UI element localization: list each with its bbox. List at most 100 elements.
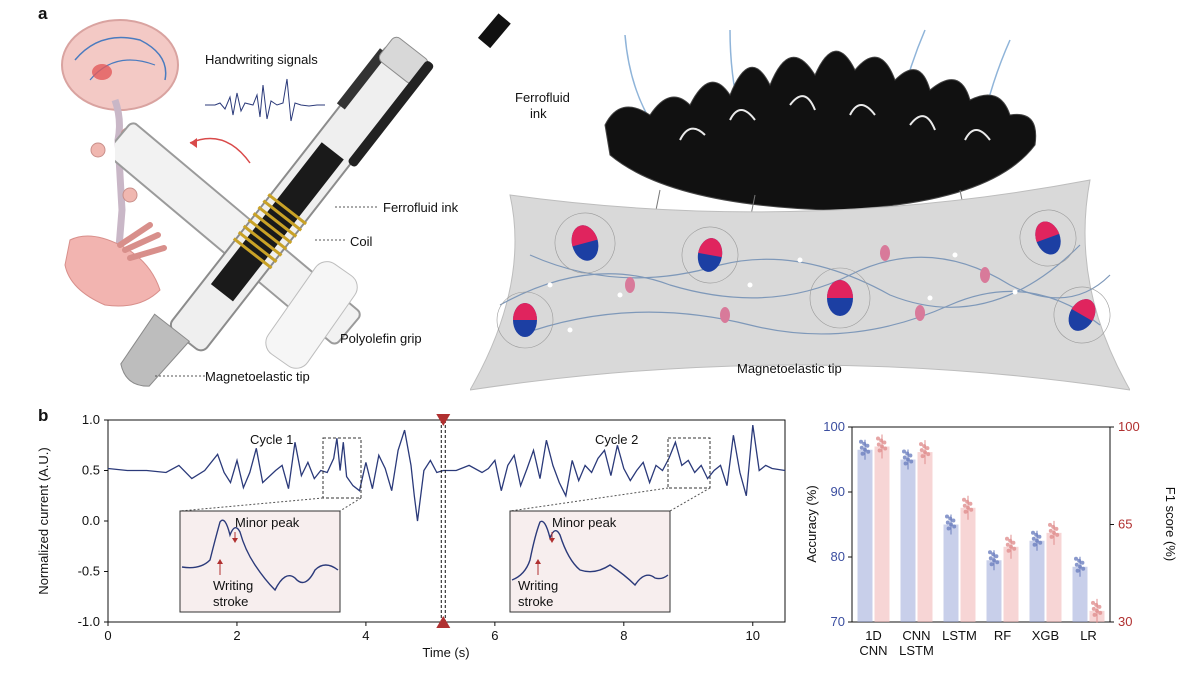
inset2-writing: Writing bbox=[518, 578, 558, 593]
accuracy-tick-label: 80 bbox=[831, 549, 845, 564]
accuracy-point bbox=[1031, 530, 1035, 535]
accuracy-point bbox=[989, 562, 994, 567]
f1-point bbox=[966, 505, 970, 510]
x-tick-label: 0 bbox=[104, 628, 111, 643]
accuracy-point bbox=[863, 447, 867, 452]
category-label: LSTM bbox=[942, 628, 977, 643]
accuracy-tick-label: 90 bbox=[831, 484, 845, 499]
f1-bar bbox=[917, 452, 933, 622]
accuracy-point bbox=[951, 518, 956, 523]
accuracy-bar bbox=[900, 459, 916, 622]
f1-point bbox=[963, 509, 968, 514]
accuracy-point bbox=[1075, 568, 1080, 573]
bar-chart-ylabel: Accuracy (%) bbox=[804, 485, 819, 562]
zoom-box-2 bbox=[667, 437, 711, 489]
accuracy-point bbox=[948, 516, 953, 521]
accuracy-point bbox=[1078, 564, 1082, 569]
y-tick-label: 0.0 bbox=[82, 513, 100, 528]
pen-illustration bbox=[115, 13, 511, 387]
accuracy-point bbox=[1074, 562, 1079, 567]
handwriting-signals-label: Handwriting signals bbox=[205, 52, 318, 67]
f1-point bbox=[1051, 524, 1056, 529]
divider-marker-bottom bbox=[436, 616, 451, 628]
current-trace bbox=[107, 425, 786, 522]
panel-letter-a: a bbox=[38, 4, 48, 23]
f1-point bbox=[1091, 606, 1096, 611]
magnetic-particles bbox=[496, 209, 1111, 349]
f1-point bbox=[882, 440, 887, 445]
f1-point bbox=[1092, 612, 1097, 617]
f1-point bbox=[1049, 534, 1054, 539]
accuracy-bar bbox=[1029, 540, 1045, 622]
x-tick-label: 8 bbox=[620, 628, 627, 643]
cycle1-label: Cycle 1 bbox=[250, 432, 293, 447]
x-tick-label: 4 bbox=[362, 628, 369, 643]
cycle2-label: Cycle 2 bbox=[595, 432, 638, 447]
accuracy-point bbox=[952, 524, 957, 529]
f1-point bbox=[969, 507, 974, 512]
accuracy-point bbox=[988, 550, 992, 555]
category-label: XGB bbox=[1032, 628, 1059, 643]
accuracy-point bbox=[862, 441, 867, 446]
coil-label: Coil bbox=[350, 234, 373, 249]
f1-bar bbox=[960, 507, 976, 622]
f1-point bbox=[1008, 538, 1013, 543]
accuracy-point bbox=[949, 522, 953, 527]
accuracy-point bbox=[1034, 532, 1039, 537]
accuracy-point bbox=[866, 449, 871, 454]
ferrofluid-ink-right-label-1: Ferrofluid bbox=[515, 90, 570, 105]
accuracy-point bbox=[1032, 542, 1037, 547]
accuracy-point bbox=[908, 453, 913, 458]
accuracy-point bbox=[945, 520, 950, 525]
accuracy-point bbox=[902, 455, 907, 460]
y-tick-label: 1.0 bbox=[82, 412, 100, 427]
f1-point bbox=[880, 444, 884, 449]
f1-point bbox=[1052, 530, 1056, 535]
accuracy-point bbox=[994, 554, 999, 559]
magnetoelastic-tip-pen-label: Magnetoelastic tip bbox=[205, 369, 310, 384]
signal-arrow bbox=[189, 137, 251, 164]
accuracy-point bbox=[992, 558, 996, 563]
zoom-box-1 bbox=[322, 437, 362, 499]
f1-bar bbox=[874, 446, 890, 622]
f1-point bbox=[962, 497, 966, 502]
accuracy-tick-label: 70 bbox=[831, 614, 845, 629]
f1-tick-label: 30 bbox=[1118, 614, 1132, 629]
accuracy-point bbox=[1080, 560, 1085, 565]
f1-point bbox=[962, 503, 967, 508]
accuracy-point bbox=[902, 449, 906, 454]
accuracy-point bbox=[859, 439, 863, 444]
f1-point bbox=[879, 438, 884, 443]
magnetoelastic-tip-right-label: Magnetoelastic tip bbox=[737, 361, 842, 376]
x-tick-label: 10 bbox=[746, 628, 760, 643]
accuracy-point bbox=[865, 443, 870, 448]
inset-2: Minor peak Writing stroke bbox=[509, 510, 671, 613]
bar-plot-frame bbox=[851, 426, 1111, 623]
bar-chart-y2label: F1 score (%) bbox=[1163, 487, 1178, 561]
accuracy-point bbox=[906, 457, 910, 462]
f1-point bbox=[1091, 600, 1095, 605]
accuracy-point bbox=[1081, 566, 1086, 571]
y-tick-label: -1.0 bbox=[78, 614, 100, 629]
f1-point bbox=[1097, 604, 1102, 609]
accuracy-point bbox=[991, 552, 996, 557]
f1-point bbox=[1054, 526, 1059, 531]
accuracy-point bbox=[988, 556, 993, 561]
accuracy-point bbox=[909, 459, 914, 464]
handwriting-signal-waveform bbox=[205, 78, 325, 122]
category-label: RF bbox=[994, 628, 1011, 643]
panel-letter-b: b bbox=[38, 406, 49, 425]
f1-point bbox=[922, 444, 927, 449]
inset-1: Minor peak Writing stroke bbox=[179, 510, 341, 613]
ferrofluid-spikes-illustration bbox=[604, 29, 1037, 221]
f1-point bbox=[1094, 602, 1099, 607]
f1-point bbox=[925, 446, 930, 451]
accuracy-point bbox=[860, 451, 865, 456]
inset2-stroke: stroke bbox=[518, 594, 553, 609]
f1-point bbox=[877, 448, 882, 453]
x-tick-label: 2 bbox=[233, 628, 240, 643]
f1-point bbox=[1009, 544, 1013, 549]
category-label: CNN bbox=[902, 628, 930, 643]
y-tick-label: -0.5 bbox=[78, 564, 100, 579]
